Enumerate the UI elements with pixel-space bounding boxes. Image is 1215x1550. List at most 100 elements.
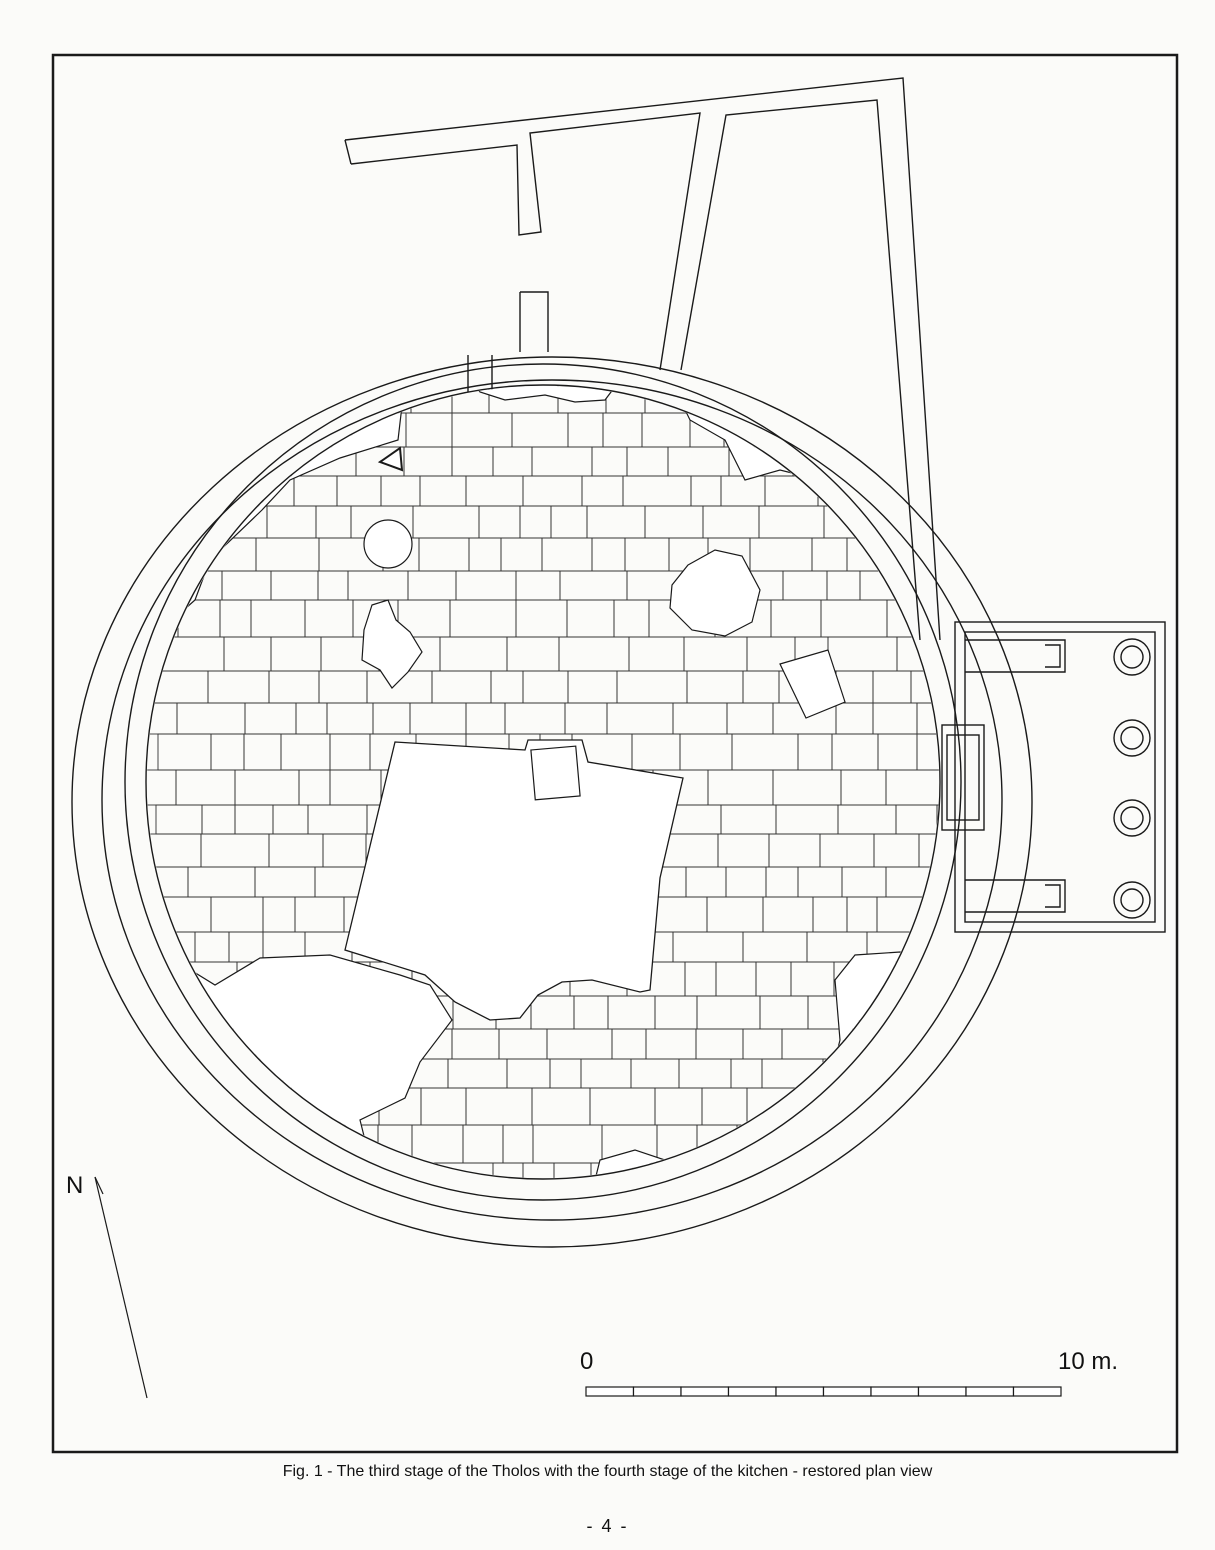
paving-stone (927, 1058, 939, 1089)
paving-stone (916, 702, 939, 735)
paving-stone (702, 505, 760, 539)
porch-columns (1113, 638, 1151, 919)
paving-stone (318, 670, 368, 704)
paving-stone (451, 1028, 500, 1060)
paving-stone (905, 961, 939, 997)
paving-stone (653, 896, 708, 933)
paving-stone (511, 412, 569, 448)
paving-stone (819, 833, 875, 868)
paving-stone (764, 475, 819, 507)
paving-stone (228, 931, 264, 963)
scale-bar (585, 1386, 1062, 1397)
paving-stone (407, 570, 457, 601)
paving-stone (158, 412, 200, 448)
paving-stone (268, 670, 320, 704)
paving-stone (573, 995, 609, 1030)
scale-segment (822, 1386, 872, 1397)
paving-stone (158, 636, 225, 672)
paving-stone (329, 733, 371, 771)
paving-stone (861, 446, 930, 477)
paving-stone (506, 1058, 551, 1089)
scale-end-label: 10 m. (1058, 1348, 1119, 1375)
paving-stone (602, 412, 643, 448)
paving-stone (210, 896, 264, 933)
paving-stone (924, 386, 939, 414)
paving-stone (187, 866, 256, 898)
paving-stone (347, 570, 409, 601)
paving-stone (304, 599, 354, 638)
paving-stone (822, 1058, 871, 1089)
paving-stone (696, 995, 761, 1030)
paving-stone (262, 896, 296, 933)
paving-stone (317, 570, 349, 601)
paving-stone (880, 386, 926, 414)
paving-stone (506, 636, 560, 672)
paving-stone (797, 733, 833, 771)
paving-stone (746, 1087, 810, 1126)
paving-stone (403, 446, 453, 477)
paving-stone (243, 733, 282, 771)
paving-stone (372, 702, 411, 735)
paving-stone (690, 475, 722, 507)
paving-stone (177, 599, 221, 638)
paving-stone (200, 833, 270, 868)
paving-stone (522, 475, 583, 507)
paving-stone (465, 1087, 533, 1126)
paving-stone (336, 475, 382, 507)
paving-stone (916, 733, 939, 771)
paving-stone (412, 505, 480, 539)
paving-stone (244, 702, 297, 735)
paving-stone (630, 1058, 680, 1089)
paving-stone (147, 1058, 191, 1089)
paving-stone (465, 475, 524, 507)
paving-stone (845, 1087, 909, 1126)
paving-stone (550, 505, 588, 539)
paving-stone (641, 412, 691, 448)
paving-stone (759, 995, 809, 1030)
paving-stone (695, 1028, 744, 1060)
paving-stone (315, 505, 352, 539)
paving-stone (720, 804, 777, 835)
paving-stone (841, 866, 887, 898)
paving-stone (742, 1028, 783, 1060)
paving-stone (842, 1028, 902, 1060)
paving-stone (726, 702, 774, 735)
scale-segment (585, 1386, 635, 1397)
pit (361, 599, 423, 689)
paving-stone (531, 446, 593, 477)
paving-stone (936, 804, 939, 835)
paving-stone (266, 505, 317, 539)
paving-stone (801, 412, 860, 448)
paving-stone (451, 446, 494, 477)
paving-stone (147, 1162, 213, 1178)
altar-niche (530, 745, 581, 801)
paving-stone (672, 702, 728, 735)
paving-stone (449, 599, 517, 638)
paving-stone (702, 1162, 735, 1178)
paving-stone (210, 475, 264, 507)
paving-stone (223, 636, 272, 672)
paving-stone (701, 1087, 748, 1126)
paving-stone (522, 670, 569, 704)
paving-stone (147, 1087, 212, 1126)
paving-stone (885, 769, 939, 806)
paving-stone (147, 866, 189, 898)
paving-stone (672, 931, 744, 963)
paving-stone (210, 733, 245, 771)
paving-stone (622, 475, 692, 507)
paving-stone (812, 896, 848, 933)
paving-stone (611, 1028, 647, 1060)
paving-stone (758, 505, 825, 539)
paving-stone (768, 833, 821, 868)
porch (941, 621, 1166, 933)
paving-stone (219, 599, 252, 638)
figure-caption: Fig. 1 - The third stage of the Tholos w… (282, 1463, 933, 1480)
paving-stone (380, 475, 421, 507)
paving-stone (772, 769, 842, 806)
paving-stone (198, 412, 265, 448)
paving-stone (294, 896, 345, 933)
paving-stone (872, 670, 912, 704)
paving-stone (846, 896, 878, 933)
paving-stone (817, 475, 867, 507)
